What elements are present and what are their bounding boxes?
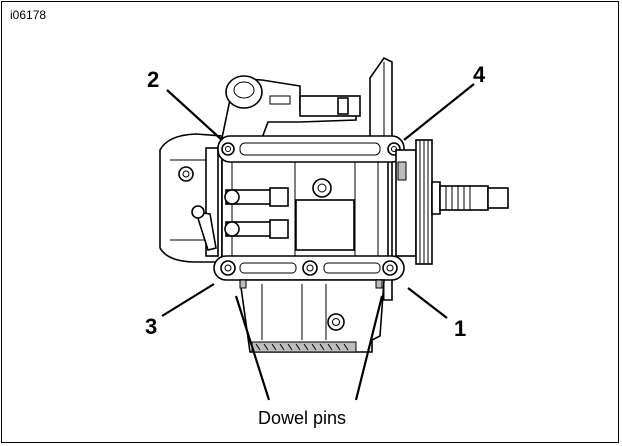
lower-pan — [239, 279, 385, 353]
leader-lines — [161, 83, 475, 401]
left-housing — [159, 133, 223, 263]
callout-3: 3 — [145, 314, 157, 339]
callout-1: 1 — [454, 316, 466, 341]
dowel-pin-right — [375, 279, 383, 289]
upper-gasket — [217, 135, 405, 163]
figure-id: i06178 — [10, 8, 47, 22]
lower-gasket — [213, 255, 405, 281]
output-gear — [395, 139, 509, 265]
callout-2: 2 — [147, 67, 159, 92]
dowel-pins-caption: Dowel pins — [258, 408, 346, 428]
housing-bolts — [224, 187, 289, 239]
dowel-pin-left — [239, 279, 247, 289]
callout-4: 4 — [473, 62, 486, 87]
upper-housing — [221, 75, 361, 139]
